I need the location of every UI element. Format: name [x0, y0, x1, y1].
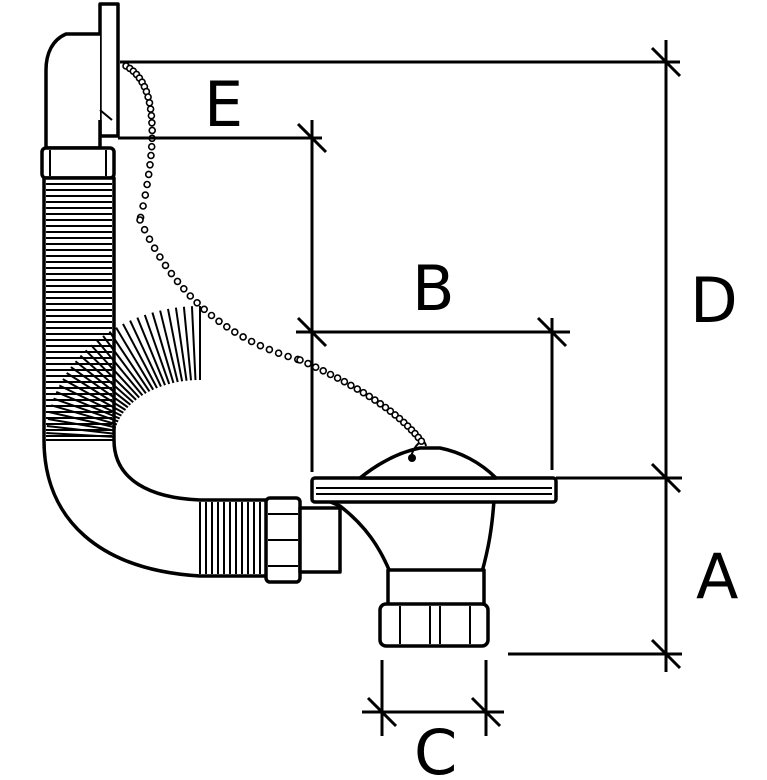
- chain-bead: [186, 292, 195, 300]
- hose-rib: [115, 327, 155, 391]
- chain-bead: [381, 403, 390, 412]
- chain-bead: [150, 244, 159, 252]
- chain-bead: [371, 396, 379, 404]
- chain-bead: [148, 126, 156, 135]
- dimension-label-e: E: [204, 68, 243, 141]
- chain-bead: [239, 333, 247, 341]
- hose-rib: [46, 424, 115, 435]
- chain-bead: [296, 356, 304, 364]
- chain-bead: [136, 216, 144, 224]
- chain-bead: [376, 399, 385, 408]
- strainer-flange: [310, 476, 558, 504]
- chain-bead: [215, 317, 223, 326]
- hose-rib: [159, 310, 179, 383]
- hose-rib: [151, 312, 175, 384]
- hose-rib: [90, 344, 140, 399]
- hose-rib: [182, 306, 193, 381]
- plug-stopper: [358, 440, 498, 480]
- chain-bead: [326, 370, 335, 379]
- hose-rib: [47, 418, 116, 432]
- dimension-label-b: B: [412, 252, 455, 325]
- hose-rib: [136, 317, 166, 386]
- hose-rib: [108, 331, 151, 393]
- chain-bead: [274, 349, 283, 358]
- chain-bead: [167, 269, 176, 278]
- chain-bead: [139, 202, 147, 210]
- hose-rib: [46, 431, 115, 438]
- hose-rib: [167, 308, 184, 382]
- chain-bead: [180, 284, 188, 293]
- chain-bead: [140, 225, 149, 234]
- chain-bead: [231, 328, 239, 336]
- overflow-coupling: [40, 146, 116, 180]
- chain-bead: [333, 374, 342, 382]
- chain-bead: [147, 151, 155, 160]
- hose-rib: [53, 397, 119, 423]
- chain-bead: [144, 170, 153, 179]
- chain-bead: [284, 352, 292, 361]
- hose-rib: [96, 339, 144, 397]
- dimension-label-c: C: [414, 716, 457, 780]
- chain-bead: [148, 119, 156, 127]
- chain-bead: [145, 235, 154, 243]
- hose-rib: [102, 335, 147, 394]
- chain-bead: [147, 142, 156, 151]
- hose-rib: [58, 384, 122, 417]
- chain-bead: [146, 105, 155, 113]
- chain-bead: [347, 381, 355, 390]
- dimension-lines: [118, 40, 682, 736]
- chain-bead: [304, 359, 312, 368]
- hose-rib: [122, 323, 158, 389]
- hose-rib: [74, 360, 132, 406]
- chain-bead: [143, 180, 151, 189]
- chain-bead: [417, 437, 426, 446]
- hose-rib: [66, 372, 127, 411]
- chain-bead: [247, 337, 256, 346]
- chain-bead: [200, 305, 208, 314]
- chain-bead: [353, 385, 362, 393]
- hose-connector-nut: [264, 496, 342, 584]
- chain-bead: [141, 191, 150, 199]
- chain-bead: [156, 253, 164, 261]
- chain-bead: [365, 392, 374, 401]
- hose-rib: [174, 307, 188, 381]
- chain-bead: [265, 345, 274, 354]
- drain-body: [324, 498, 496, 608]
- outlet-nut: [378, 602, 490, 648]
- dimension-label-d: D: [690, 264, 738, 337]
- dimension-label-a: A: [696, 540, 738, 613]
- chain-bead: [161, 261, 170, 270]
- hose-rib: [62, 378, 124, 414]
- chain-bead: [193, 298, 201, 307]
- hose-rib: [49, 411, 117, 429]
- hose-rib: [129, 320, 162, 387]
- chain-bead: [146, 161, 154, 169]
- chain-bead: [145, 99, 154, 107]
- hose-rib: [84, 349, 137, 401]
- chain-bead: [256, 341, 265, 350]
- hose-ribs: [46, 183, 261, 574]
- corrugated-hose: [42, 176, 270, 578]
- hose-rib: [50, 404, 118, 426]
- chain-bead: [386, 407, 395, 416]
- chain-bead: [207, 311, 216, 320]
- hose-rib: [79, 354, 134, 403]
- chain-bead: [311, 363, 320, 372]
- chain-bead: [319, 366, 328, 375]
- plug-chain: [122, 62, 426, 446]
- chain-bead: [223, 322, 231, 331]
- hose-rib: [190, 306, 197, 381]
- hose-rib: [55, 391, 121, 420]
- chain-bead: [359, 388, 368, 397]
- chain-bead: [147, 111, 156, 120]
- chain-bead: [173, 277, 182, 286]
- chain-bead: [340, 377, 349, 386]
- hose-rib: [143, 314, 171, 385]
- overflow-head: [44, 2, 120, 150]
- hose-rib: [70, 366, 129, 409]
